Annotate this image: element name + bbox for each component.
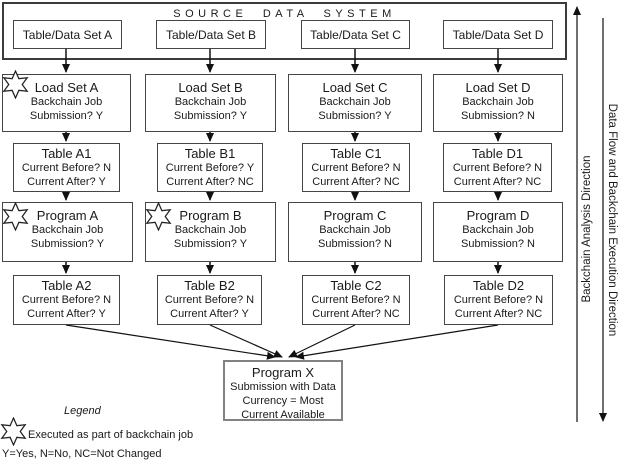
program-x-box: Program X Submission with Data Currency … [223,360,343,421]
load-set-box-d: Load Set D Backchain Job Submission? N [433,74,563,132]
table-b2-line1: Current Before? N [164,294,255,306]
program-x-line1: Submission with Data [230,381,336,393]
table-c1-line2: Current After? NC [312,176,400,188]
load-set-line2-c: Submission? Y [318,110,392,122]
load-set-line2-a: Submission? Y [29,110,104,122]
star-shape [0,417,27,446]
backchain-star-icon [2,202,29,231]
table-d2-box: Table D2 Current Before? N Current After… [444,275,553,325]
table-b1-line1: Current Before? Y [165,162,255,174]
table-b2-box: Table B2 Current Before? N Current After… [157,275,262,325]
program-title-a: Program A [36,208,99,223]
table-c2-line1: Current Before? N [311,294,401,306]
dataset-box-c: Table/Data Set C [301,20,410,49]
table-a1-title: Table A1 [41,146,92,161]
program-line1-b: Backchain Job [174,224,247,236]
table-c2-line2: Current After? NC [312,308,400,320]
arrow-table2b-to-programx [209,324,283,358]
table-a2-line1: Current Before? N [21,294,112,306]
program-line2-d: Submission? N [461,238,535,250]
star-shape [2,70,29,99]
table-b1-box: Table B1 Current Before? Y Current After… [157,143,263,192]
program-line1-a: Backchain Job [31,224,104,236]
load-set-line2-b: Submission? Y [173,110,248,122]
program-line1-d: Backchain Job [462,224,534,236]
load-set-title-d: Load Set D [465,80,531,95]
program-line1-c: Backchain Job [319,224,391,236]
table-c1-box: Table C1 Current Before? N Current After… [302,143,410,192]
program-x-line2: Currency = Most [242,395,324,407]
load-set-line1-b: Backchain Job [174,96,247,108]
load-set-box-c: Load Set C Backchain Job Submission? Y [288,74,422,132]
table-c1-line1: Current Before? N [311,162,401,174]
table-a2-box: Table A2 Current Before? N Current After… [13,275,120,325]
load-set-line1-d: Backchain Job [462,96,534,108]
load-set-title-a: Load Set A [34,80,99,95]
program-x-title: Program X [251,365,315,380]
legend-star-label: Executed as part of backchain job [28,429,194,441]
load-set-line1-c: Backchain Job [319,96,391,108]
source-data-system-box: SOURCE DATA SYSTEM [2,2,567,60]
table-c1-title: Table C1 [330,146,382,161]
table-c2-box: Table C2 Current Before? N Current After… [302,275,410,325]
arrow-table2a-to-programx [65,324,276,360]
table-a2-title: Table A2 [41,278,92,293]
table-d1-box: Table D1 Current Before? N Current After… [443,143,552,192]
source-data-system-title: SOURCE DATA SYSTEM [173,8,396,20]
column-flow-arrows [62,48,502,274]
table-b1-title: Table B1 [184,146,236,161]
program-x-line3: Current Available [241,409,325,421]
program-title-b: Program B [179,208,242,223]
data-flow-direction-label: Data Flow and Backchain Execution Direct… [606,103,618,337]
program-box-d: Program D Backchain Job Submission? N [433,202,563,262]
table-d1-line2: Current After? NC [453,176,542,188]
dataset-box-d: Table/Data Set D [443,20,553,49]
load-set-box-b: Load Set B Backchain Job Submission? Y [145,74,276,132]
backchain-star-icon [145,202,172,231]
load-set-title-b: Load Set B [178,80,243,95]
dataset-box-a: Table/Data Set A [13,20,122,49]
arrow-table2c-to-programx [288,324,356,358]
table-a2-line2: Current After? Y [27,308,106,320]
table-b1-line2: Current After? NC [166,176,254,188]
legend-heading: Legend [64,405,101,417]
load-set-title-c: Load Set C [322,80,388,95]
dataset-box-b: Table/Data Set B [156,20,266,49]
table-c2-title: Table C2 [330,278,382,293]
legend-key: Y=Yes, N=No, NC=Not Changed [2,448,162,460]
program-title-c: Program C [323,208,387,223]
table-a1-line2: Current After? Y [27,176,106,188]
table-d1-title: Table D1 [471,146,524,161]
dataset-label-a: Table/Data Set A [22,27,113,42]
direction-arrows [573,6,607,422]
table-a1-line1: Current Before? N [21,162,112,174]
table-d1-line1: Current Before? N [452,162,543,174]
arrow-table2d-to-programx [295,324,499,360]
program-line2-a: Submission? Y [30,238,105,250]
load-set-line1-a: Backchain Job [30,96,103,108]
table-b2-title: Table B2 [184,278,235,293]
table-a1-box: Table A1 Current Before? N Current After… [13,143,120,192]
program-line2-c: Submission? N [318,238,392,250]
dataset-label-d: Table/Data Set D [452,27,544,42]
dataset-label-b: Table/Data Set B [165,27,257,42]
table-d2-title: Table D2 [472,278,525,293]
load-set-line2-d: Submission? N [461,110,535,122]
backchain-star-icon [2,70,29,99]
star-shape [145,202,172,231]
table-d2-line2: Current After? NC [454,308,543,320]
legend-star-icon [0,417,27,446]
table-d2-line1: Current Before? N [453,294,544,306]
star-shape [2,202,29,231]
backchain-analysis-direction-label: Backchain Analysis Direction [581,155,593,303]
program-box-c: Program C Backchain Job Submission? N [288,202,422,262]
table-b2-line2: Current After? Y [170,308,249,320]
program-line2-b: Submission? Y [173,238,248,250]
dataset-label-c: Table/Data Set C [310,27,401,42]
program-title-d: Program D [466,208,530,223]
converging-arrows [65,324,499,360]
